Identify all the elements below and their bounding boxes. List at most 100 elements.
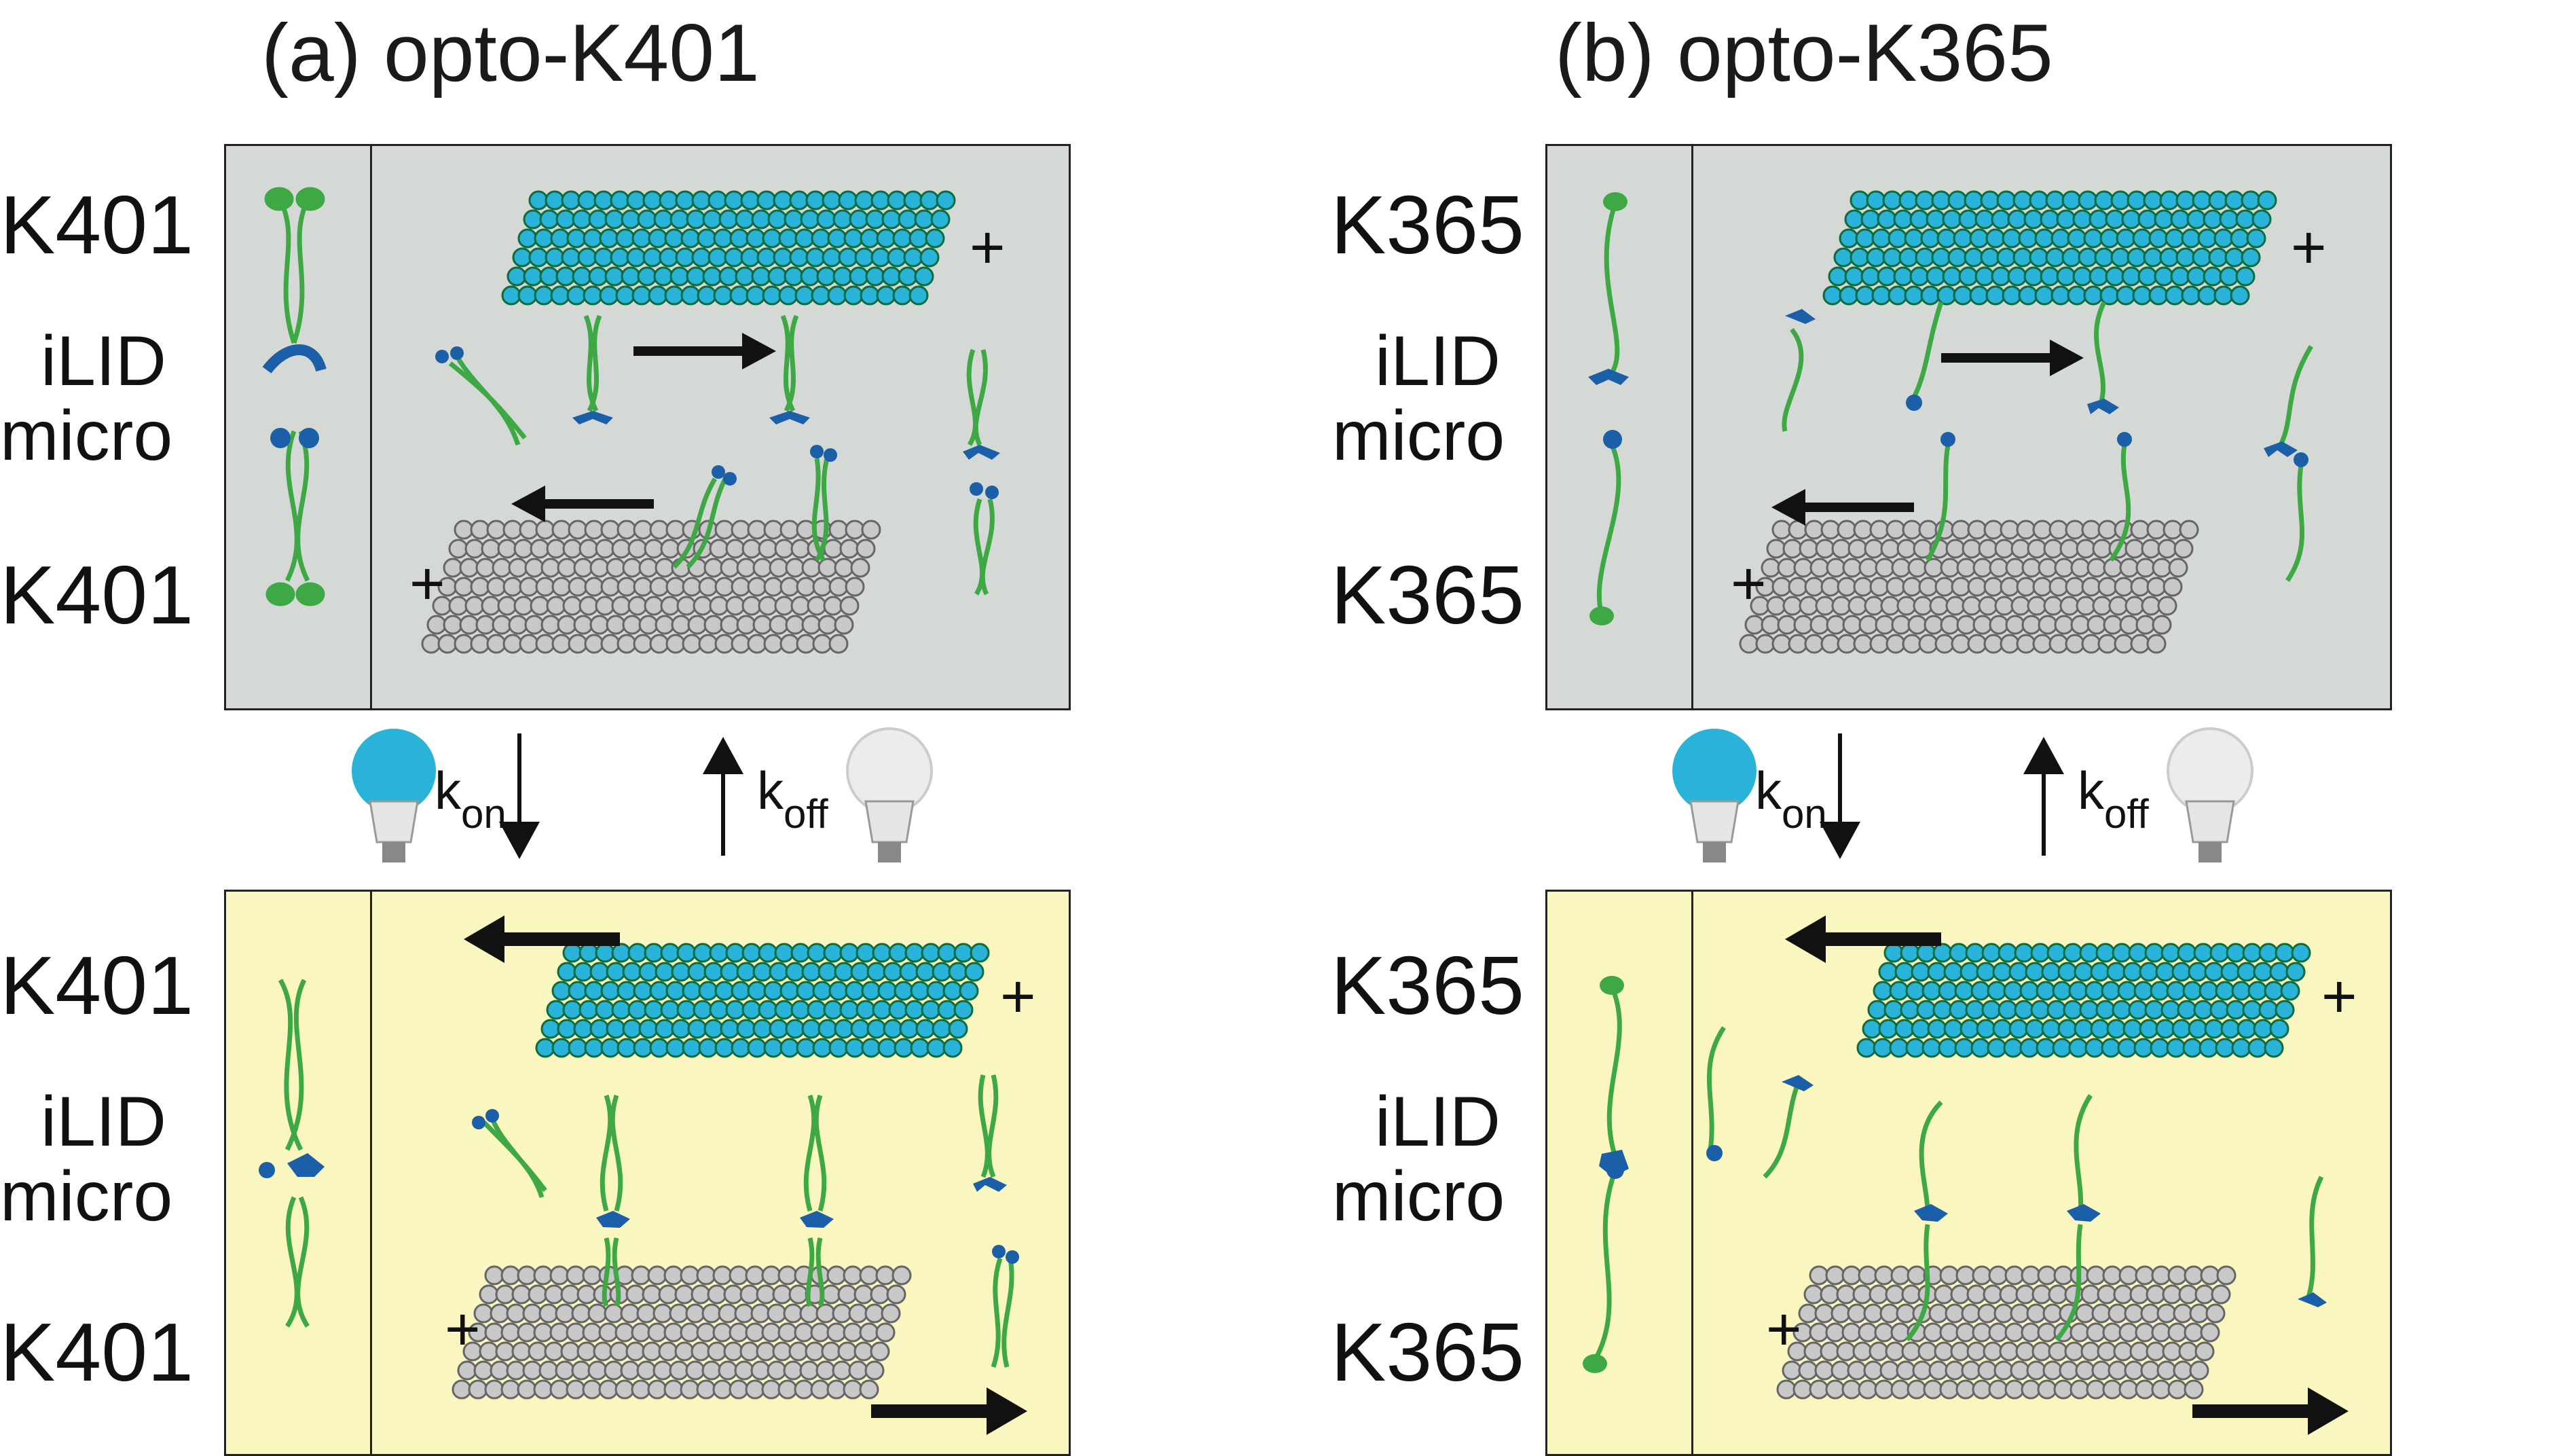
tubulin-bead <box>2065 520 2085 540</box>
tubulin-bead <box>511 1341 532 1362</box>
tubulin-bead <box>2216 1265 2237 1286</box>
tubulin-bead <box>2014 1000 2034 1020</box>
b-light-motors <box>1592 985 2324 1362</box>
tubulin-bead <box>454 577 474 597</box>
tubulin-bead <box>693 1000 713 1020</box>
tubulin-bead <box>2175 247 2196 268</box>
tubulin-bead <box>2021 1322 2041 1343</box>
tubulin-bead <box>2121 266 2141 287</box>
tubulin-bead <box>682 981 702 1001</box>
tubulin-bead <box>720 615 740 635</box>
tubulin-bead <box>584 520 604 540</box>
tubulin-bead <box>2086 558 2107 578</box>
tubulin-bead <box>1814 1303 1835 1324</box>
tubulin-bead <box>834 962 854 982</box>
tubulin-bead <box>551 634 572 654</box>
tubulin-bead <box>627 1000 648 1020</box>
tubulin-bead <box>746 228 766 249</box>
tubulin-bead <box>497 596 517 616</box>
tubulin-bead <box>894 1038 914 1058</box>
tubulin-bead <box>2247 981 2268 1001</box>
tubulin-bead <box>2095 1000 2116 1020</box>
tubulin-bead <box>1850 190 1870 211</box>
tubulin-bead <box>859 1379 879 1400</box>
a-light-grey-microtubule <box>452 1265 912 1400</box>
tubulin-bead <box>2188 962 2208 982</box>
tubulin-bead <box>660 943 680 963</box>
tubulin-bead <box>1809 1379 1829 1400</box>
a-dark-cyan-microtubule <box>501 190 956 306</box>
tubulin-bead <box>1739 634 1759 654</box>
tubulin-bead <box>2163 577 2183 597</box>
tubulin-bead <box>644 943 664 963</box>
tubulin-bead <box>655 615 675 635</box>
tubulin-bead <box>712 1379 733 1400</box>
tubulin-bead <box>725 943 746 963</box>
tubulin-bead <box>517 228 538 249</box>
tubulin-bead <box>773 190 793 211</box>
tubulin-bead <box>566 1379 586 1400</box>
tubulin-bead <box>676 596 697 616</box>
tubulin-bead <box>784 209 804 230</box>
tubulin-bead <box>664 228 684 249</box>
tubulin-bead <box>693 596 713 616</box>
tubulin-bead <box>735 209 755 230</box>
tubulin-bead <box>2203 266 2223 287</box>
tubulin-bead <box>2045 190 2065 211</box>
tubulin-bead <box>2139 962 2159 982</box>
tubulin-bead <box>1955 1265 1976 1286</box>
tubulin-bead <box>2241 247 2261 268</box>
tubulin-bead <box>2135 615 2156 635</box>
tubulin-bead <box>2166 1038 2186 1058</box>
tubulin-bead <box>2031 1341 2052 1362</box>
tubulin-bead <box>932 1019 952 1039</box>
tubulin-bead <box>827 285 847 306</box>
tubulin-bead <box>832 1303 852 1324</box>
tubulin-bead <box>729 1322 749 1343</box>
tubulin-bead <box>2065 634 2085 654</box>
tubulin-bead <box>633 981 653 1001</box>
tubulin-bead <box>562 943 583 963</box>
tubulin-bead <box>578 1000 599 1020</box>
tubulin-bead <box>779 634 800 654</box>
tubulin-bead <box>470 577 490 597</box>
tubulin-bead <box>686 266 706 287</box>
tubulin-bead <box>2209 1000 2230 1020</box>
tubulin-bead <box>1875 615 1895 635</box>
tubulin-bead <box>1909 266 1930 287</box>
tubulin-bead <box>2059 539 2080 559</box>
tubulin-bead <box>854 190 875 211</box>
a-dark-ilid-heads <box>435 346 1000 499</box>
tubulin-bead <box>663 1265 684 1286</box>
tubulin-bead <box>2177 943 2197 963</box>
tubulin-bead <box>1911 1019 1931 1039</box>
tubulin-bead <box>598 1322 619 1343</box>
tubulin-bead <box>2091 1360 2112 1381</box>
tubulin-bead <box>2269 1019 2289 1039</box>
tubulin-bead <box>2122 1019 2143 1039</box>
tubulin-bead <box>1820 1341 1840 1362</box>
tubulin-bead <box>583 228 603 249</box>
tubulin-bead <box>2129 1341 2150 1362</box>
tubulin-bead <box>854 247 875 268</box>
tubulin-bead <box>932 962 952 982</box>
tubulin-bead <box>644 539 664 559</box>
tubulin-bead <box>763 1038 784 1058</box>
tubulin-bead <box>839 596 860 616</box>
tubulin-bead <box>2012 247 2033 268</box>
tubulin-bead <box>528 1284 548 1305</box>
tubulin-bead <box>2215 981 2235 1001</box>
tubulin-bead <box>2092 539 2112 559</box>
tubulin-bead <box>2275 1000 2295 1020</box>
tubulin-bead <box>853 1284 874 1305</box>
tubulin-bead <box>2084 981 2105 1001</box>
tubulin-bead <box>1987 981 2007 1001</box>
tubulin-bead <box>866 1019 887 1039</box>
tubulin-bead <box>638 558 659 578</box>
tubulin-bead <box>899 1019 919 1039</box>
tubulin-bead <box>2181 228 2201 249</box>
tubulin-bead <box>745 1379 765 1400</box>
tubulin-bead <box>788 1341 809 1362</box>
tubulin-bead <box>1907 558 1928 578</box>
tubulin-bead <box>555 266 576 287</box>
